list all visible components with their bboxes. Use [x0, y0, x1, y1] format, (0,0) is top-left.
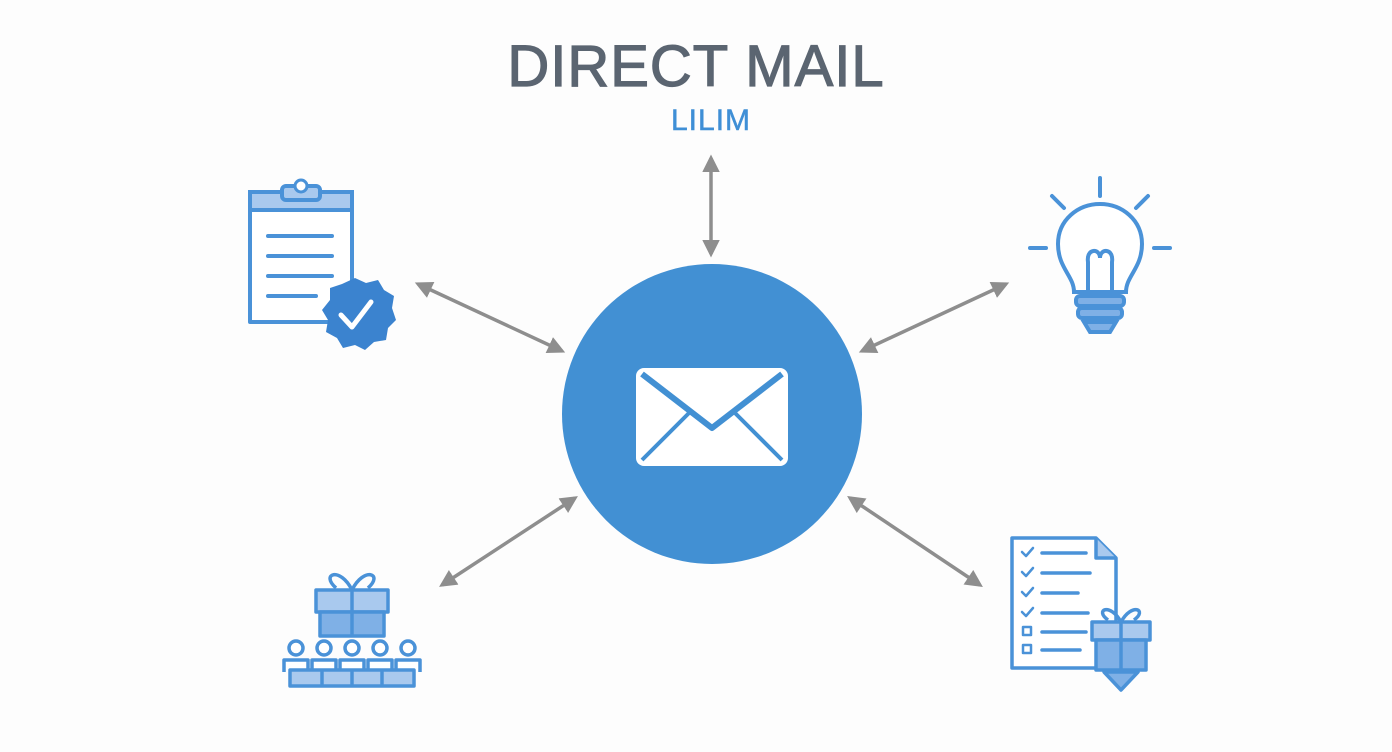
arrow-top-left [414, 281, 566, 354]
gifts-audience-icon [282, 572, 422, 688]
diagram-title: DIRECT MAIL [507, 34, 885, 99]
envelope-icon [636, 368, 788, 466]
arrow-bottom-left [439, 496, 578, 587]
checklist-gift-icon [1010, 536, 1152, 692]
diagram-subtitle: LILIM [670, 104, 752, 137]
arrow-top-right [858, 281, 1010, 354]
clipboard-check-icon [248, 178, 396, 350]
lightbulb-icon [1028, 176, 1172, 334]
arrow-bottom-right [847, 496, 983, 587]
